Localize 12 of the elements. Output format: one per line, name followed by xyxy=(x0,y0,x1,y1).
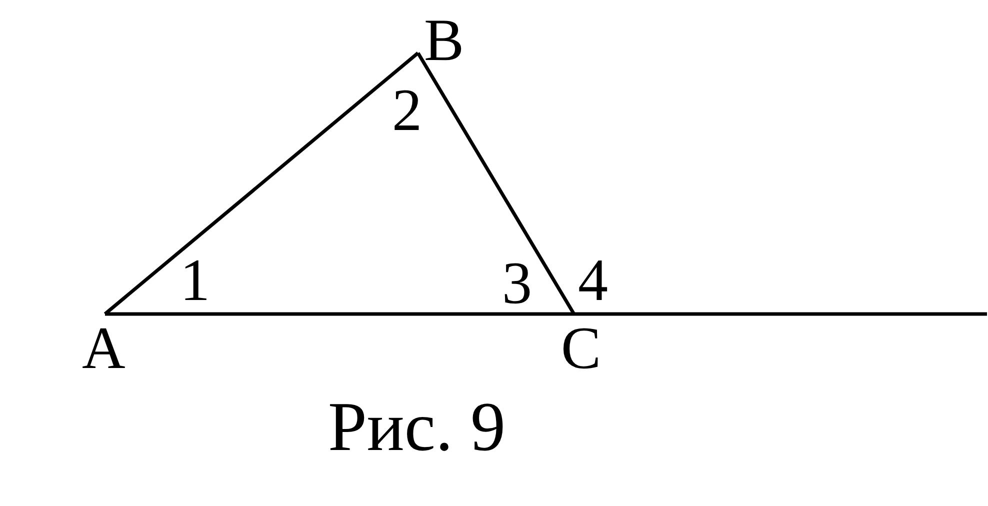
angle-number: 3 xyxy=(502,253,532,313)
line-segment xyxy=(104,52,420,316)
line-segment xyxy=(574,312,987,316)
vertex-label: C xyxy=(561,318,602,378)
line-segment xyxy=(105,312,574,316)
vertex-label: A xyxy=(82,318,126,378)
vertex-label: B xyxy=(424,10,464,70)
angle-number: 4 xyxy=(578,250,608,310)
angle-number: 2 xyxy=(392,80,422,140)
angle-number: 1 xyxy=(180,250,210,310)
line-segment xyxy=(416,52,576,315)
figure-caption: Рис. 9 xyxy=(328,393,506,463)
